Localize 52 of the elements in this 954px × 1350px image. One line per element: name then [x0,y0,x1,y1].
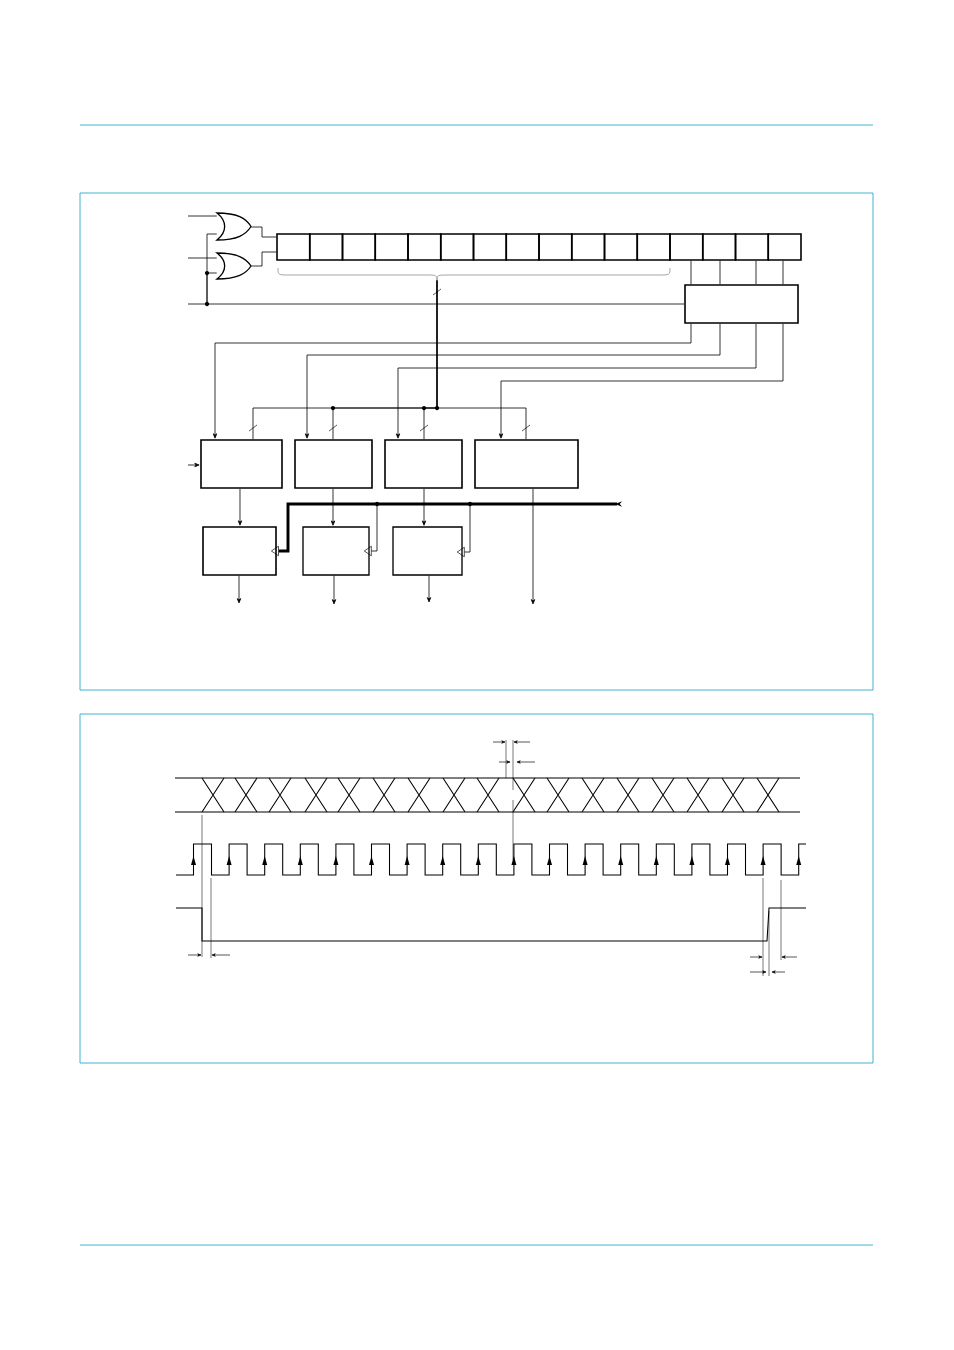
register-cell [538,233,573,261]
register-cell [472,233,508,261]
connector [187,215,218,217]
latch-box [392,526,463,576]
connector [782,260,784,285]
connector [271,501,623,557]
register-cell [669,233,704,261]
register-cell [407,233,442,261]
or-gate [216,252,252,280]
connector [426,575,432,603]
logic-box [474,439,579,489]
connector [237,488,243,526]
connector [330,488,336,526]
connector [755,260,757,285]
decoder-box [684,284,799,324]
register-cell [505,233,540,261]
connector [456,503,471,558]
connector [530,488,536,605]
register-cell [570,233,606,261]
connector [331,575,337,605]
register-cell [603,233,639,261]
register-cell [439,233,475,261]
register-cell [701,233,737,261]
connector [304,323,721,439]
latch-box [302,526,370,576]
register-cell [767,233,802,261]
connector [187,257,218,259]
register-cell [636,233,671,261]
logic-box [294,439,373,489]
connector [250,226,277,238]
connector [206,272,218,305]
logic-box [200,439,283,489]
logic-box [384,439,463,489]
or-gate [216,212,252,241]
register-cell [374,233,409,261]
connector [690,260,692,285]
connector [719,260,721,285]
connector [187,462,200,468]
register-cell [341,233,377,261]
connector [498,323,784,439]
connector [250,251,277,267]
connector [187,301,685,307]
connector [421,488,427,526]
connector [395,323,757,439]
connector [212,323,692,439]
connector [436,279,527,440]
connector [236,575,242,604]
latch-box [202,526,277,576]
register-cell [276,233,311,261]
register-cell [308,233,344,261]
connector [363,503,378,557]
register-cell [734,233,770,261]
